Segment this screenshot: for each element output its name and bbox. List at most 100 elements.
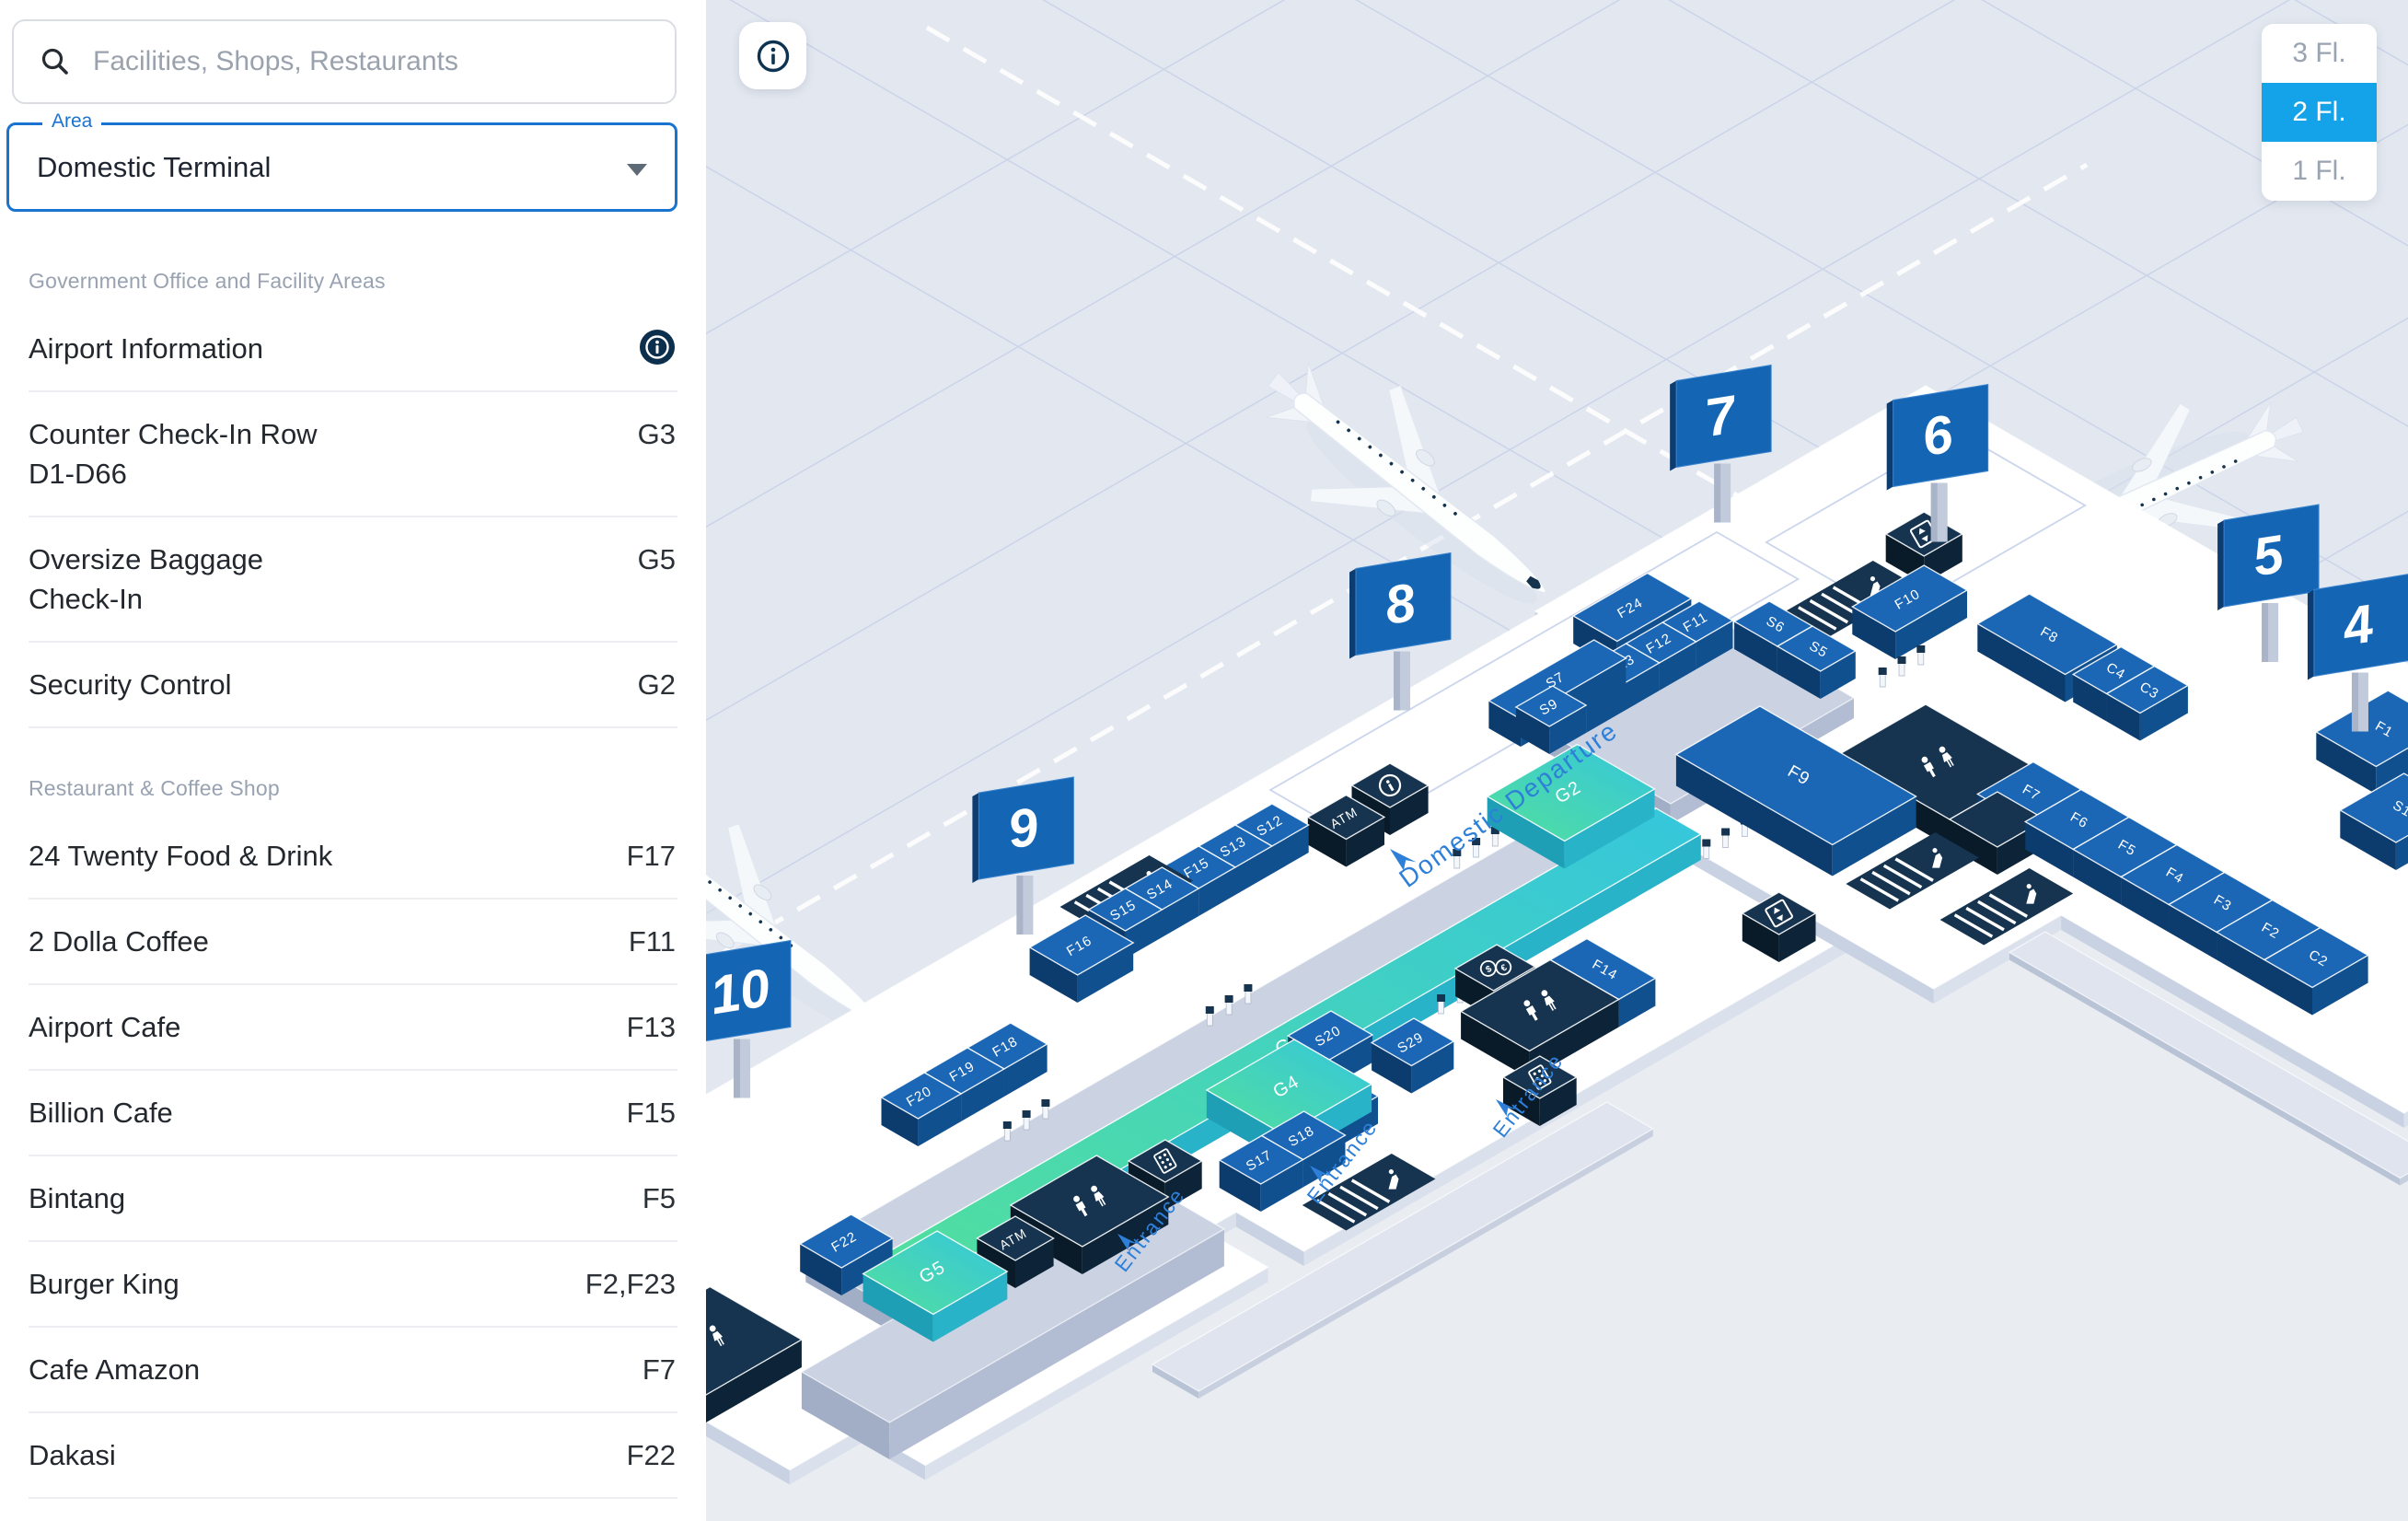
list-item[interactable]: Security Control G2 bbox=[29, 643, 677, 728]
map-block-keypad bbox=[1501, 1055, 1579, 1126]
map-block-toilet bbox=[706, 1285, 804, 1422]
map-block-s29: S29 bbox=[1370, 1017, 1455, 1094]
map-block-elevator bbox=[1741, 891, 1817, 962]
list-item[interactable]: Dakasi F22 bbox=[29, 1413, 677, 1499]
gate-sign-5: 5 bbox=[2217, 504, 2320, 662]
map-block-s9: S9 bbox=[1514, 685, 1588, 754]
map-block-f20: F20 bbox=[880, 1072, 963, 1146]
elevator-icon bbox=[1765, 899, 1793, 928]
map-block-toilet bbox=[1459, 958, 1620, 1079]
area-label: Area bbox=[42, 110, 102, 133]
floor-option[interactable]: 2 Fl. bbox=[2262, 83, 2377, 142]
chevron-down-icon bbox=[627, 164, 647, 176]
map-block-atm: ATM bbox=[1306, 794, 1386, 867]
item-name: Security Control bbox=[29, 668, 232, 701]
item-badge: G2 bbox=[637, 668, 676, 701]
map-block-g5: G5 bbox=[862, 1230, 1009, 1342]
keypad-icon bbox=[1153, 1148, 1177, 1174]
search-icon bbox=[41, 48, 68, 75]
list-item[interactable]: Airport Information bbox=[29, 307, 677, 392]
map-block-s1: S1 bbox=[2339, 772, 2408, 870]
section-title: Government Office and Facility Areas bbox=[29, 269, 386, 293]
area-select[interactable]: Area Domestic Terminal bbox=[6, 110, 677, 212]
info-icon[interactable] bbox=[639, 329, 676, 366]
map-pane: G3F10F24F11S6F12S5F8F13C4S8C3S7S9F1F7ATM… bbox=[706, 0, 2408, 1521]
svg-text:10: 10 bbox=[706, 958, 774, 1026]
item-name: Cafe Amazon bbox=[29, 1353, 201, 1386]
item-badge: F11 bbox=[628, 925, 676, 958]
item-name: Dakasi bbox=[29, 1439, 116, 1471]
map-block-f10: F10 bbox=[1850, 564, 1969, 659]
map-block-toilet bbox=[1009, 1155, 1170, 1274]
floor-option[interactable]: 1 Fl. bbox=[2262, 142, 2377, 201]
search-box[interactable] bbox=[12, 19, 677, 104]
terminal-map-canvas[interactable]: G3F10F24F11S6F12S5F8F13C4S8C3S7S9F1F7ATM… bbox=[706, 0, 2408, 1521]
item-name: Billion Cafe bbox=[29, 1097, 173, 1129]
info-icon bbox=[757, 40, 789, 72]
item-badge: F7 bbox=[642, 1353, 676, 1386]
area-value: Domestic Terminal bbox=[37, 151, 272, 183]
item-badge: F5 bbox=[642, 1182, 676, 1214]
item-name: 24 Twenty Food & Drink bbox=[29, 840, 333, 872]
map-block-f16: F16 bbox=[1028, 914, 1135, 1003]
item-badge: F22 bbox=[626, 1439, 676, 1471]
map-block-s17: S17 bbox=[1218, 1134, 1304, 1212]
toilet-icon bbox=[706, 1325, 724, 1356]
gate-sign-9: 9 bbox=[972, 776, 1074, 935]
svg-text:$: $ bbox=[1484, 964, 1494, 976]
item-badge: G5 bbox=[637, 543, 676, 575]
walkway bbox=[1151, 1101, 1655, 1399]
gate-sign-8: 8 bbox=[1349, 552, 1452, 711]
escalator-icon bbox=[1846, 832, 1979, 910]
gate-sign-7: 7 bbox=[1670, 364, 1772, 523]
gate-sign-10: 10 bbox=[706, 939, 792, 1098]
floor-option[interactable]: 3 Fl. bbox=[2262, 24, 2377, 83]
map-block-g2: G2 bbox=[1486, 743, 1656, 869]
map-block-f22: F22 bbox=[798, 1213, 894, 1295]
list-item[interactable]: Airport Cafe F13 bbox=[29, 985, 677, 1071]
list-item[interactable]: 2 Dolla Coffee F11 bbox=[29, 900, 677, 985]
item-name: Airport Cafe bbox=[29, 1011, 181, 1043]
info-icon bbox=[1378, 773, 1402, 797]
item-badge: F13 bbox=[626, 1011, 676, 1043]
item-name: Airport Information bbox=[29, 332, 263, 365]
map-block-c2: C2 bbox=[2263, 926, 2369, 1016]
list-item[interactable]: Bintang F5 bbox=[29, 1156, 677, 1242]
keypad-icon bbox=[1528, 1064, 1552, 1090]
toilet-icon bbox=[1073, 1185, 1106, 1217]
escalator-icon bbox=[1939, 868, 2074, 946]
escalator-icon bbox=[1302, 1154, 1436, 1231]
map-block-atm: ATM bbox=[976, 1215, 1055, 1288]
toilet-icon bbox=[1921, 746, 1954, 778]
item-badge: F17 bbox=[626, 840, 676, 872]
queue-barrier-icon bbox=[1878, 645, 1926, 688]
map-block-f9: F9 bbox=[1674, 705, 1917, 877]
item-badge: G3 bbox=[637, 418, 676, 450]
item-name: Oversize Baggage Check-In bbox=[29, 543, 264, 615]
toilet-icon bbox=[1523, 990, 1557, 1021]
item-badge: F15 bbox=[626, 1097, 676, 1129]
map-info-button[interactable] bbox=[739, 22, 806, 89]
item-name: 2 Dolla Coffee bbox=[29, 925, 209, 958]
section-title: Restaurant & Coffee Shop bbox=[29, 776, 280, 800]
walkway bbox=[2008, 931, 2408, 1186]
item-name: Bintang bbox=[29, 1182, 126, 1214]
list-item[interactable]: 24 Twenty Food & Drink F17 bbox=[29, 814, 677, 900]
list-item[interactable]: Oversize Baggage Check-In G5 bbox=[29, 517, 677, 643]
map-block-f18: F18 bbox=[966, 1022, 1048, 1097]
queue-barrier-icon bbox=[1002, 1099, 1050, 1142]
search-input[interactable] bbox=[93, 46, 651, 77]
floor-selector: 3 Fl.2 Fl.1 Fl. bbox=[2262, 24, 2377, 201]
list-item[interactable]: Food and BeverageF19 bbox=[29, 1499, 677, 1521]
svg-text:€: € bbox=[1499, 962, 1510, 974]
exchange-icon: $€ bbox=[1479, 958, 1512, 977]
list-item[interactable]: Billion Cafe F15 bbox=[29, 1071, 677, 1156]
list-item[interactable]: Cafe Amazon F7 bbox=[29, 1328, 677, 1413]
sidebar: Area Domestic Terminal Government Office… bbox=[0, 0, 706, 1521]
item-badge: F2,F23 bbox=[585, 1268, 676, 1300]
map-block-c3: C3 bbox=[2105, 665, 2190, 741]
